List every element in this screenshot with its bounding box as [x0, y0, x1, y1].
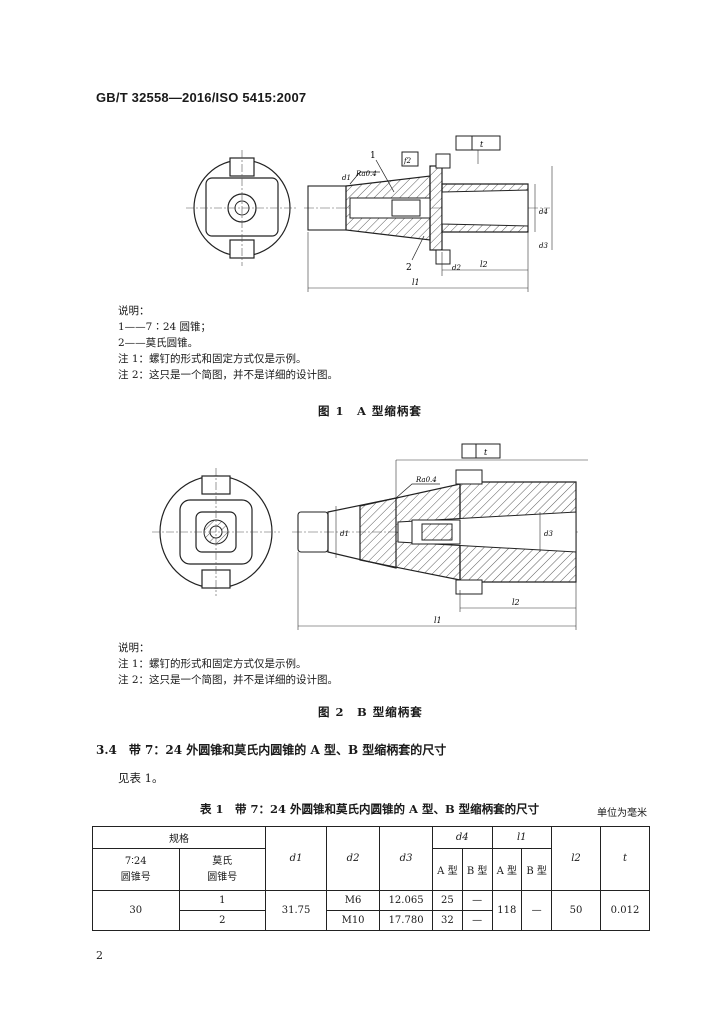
fig1-dim-d4: d4	[539, 208, 548, 216]
fig2-dim-d1: d1	[340, 530, 349, 538]
fig1-callout-2: 2	[406, 263, 412, 273]
legend-item-1: 1——7∶24 圆锥；	[118, 321, 212, 333]
table-1-caption: 表 1 带 7：24 外圆锥和莫氏内圆锥的 A 型、B 型缩柄套的尺寸	[200, 802, 540, 816]
notes-heading-2: 说明：	[118, 642, 150, 654]
th-d2: d2	[326, 826, 381, 891]
th-d3: d3	[379, 826, 434, 891]
cell-d2: M6	[326, 890, 381, 911]
notes-heading: 说明：	[118, 305, 150, 317]
th-l1-b: B 型	[521, 848, 552, 891]
fig1-tolerance-t: t	[480, 140, 484, 149]
fig1-roughness: Ra0.4	[355, 170, 377, 178]
table-row: 30 1 31.75 M6 12.065 25 — 118 — 50 0.012	[92, 890, 650, 931]
fig2-dim-d3: d3	[544, 530, 553, 538]
th-morse: 莫氏 圆锥号	[178, 848, 267, 891]
fig1-dim-l1: l1	[412, 278, 420, 287]
figure-1-drawing: 1 2 Ra0.4 f2 t d1 d2 d3 d4 l1 l2	[186, 135, 553, 292]
th-l2: l2	[551, 826, 601, 891]
end-view	[186, 150, 298, 266]
fig1-dim-l2: l2	[480, 260, 488, 269]
cell-l2: 50	[551, 890, 601, 931]
th-l1-a: A 型	[491, 848, 523, 891]
note-2: 注 2：这只是一个简图，并不是详细的设计图。	[118, 369, 339, 381]
legend-item-2: 2——莫氏圆锥。	[118, 337, 199, 349]
fig1-dim-d2: d2	[452, 264, 461, 272]
figure-2-drawing: Ra0.4 t d1 d3 l1 l2	[152, 443, 588, 630]
table-1-unit: 单位为毫米	[597, 808, 647, 819]
cell-d1: 31.75	[265, 890, 328, 931]
standard-header: GB/T 32558—2016/ISO 5415:2007	[96, 90, 307, 105]
cell-d4-a: 32	[432, 910, 463, 931]
figure-2-notes: 说明： 注 1：螺钉的形式和固定方式仅是示例。 注 2：这只是一个简图，并不是详…	[118, 640, 338, 688]
section-body: 见表 1。	[118, 771, 164, 785]
cell-taper724: 30	[92, 890, 180, 931]
fig1-datum-frame: f2	[403, 157, 412, 165]
cell-morse: 1	[178, 890, 267, 911]
th-d1: d1	[265, 826, 328, 891]
table-1: 规格 d1 d2 d3 d4 l1 l2 t 7∶24 圆锥号 莫氏 圆锥号 A…	[91, 826, 650, 931]
cell-t: 0.012	[600, 890, 650, 931]
figure-1-notes: 说明： 1——7∶24 圆锥； 2——莫氏圆锥。 注 1：螺钉的形式和固定方式仅…	[118, 303, 338, 383]
figure-1-caption: 图 1 A 型缩柄套	[318, 404, 422, 418]
section-title: 3.4 带 7：24 外圆锥和莫氏内圆锥的 A 型、B 型缩柄套的尺寸	[96, 743, 447, 757]
section-view	[304, 135, 553, 292]
table-row: 2 M10 17.780 32 —	[93, 910, 650, 931]
cell-d3: 17.780	[379, 910, 434, 931]
cell-d4-a: 25	[432, 890, 463, 911]
section-view-2	[292, 443, 588, 630]
cell-d4-b: —	[461, 890, 493, 911]
fig1-dim-d1: d1	[342, 174, 351, 182]
cell-d4-b: —	[461, 910, 493, 931]
page-number: 2	[96, 949, 103, 962]
figure-2-caption: 图 2 B 型缩柄套	[318, 705, 423, 719]
cell-l1-b: —	[521, 890, 552, 931]
fig2-dim-l1: l1	[434, 616, 442, 625]
note-2-fig2: 注 2：这只是一个简图，并不是详细的设计图。	[118, 674, 339, 686]
cell-morse: 2	[178, 910, 267, 931]
note-1: 注 1：螺钉的形式和固定方式仅是示例。	[118, 353, 307, 365]
note-1-fig2: 注 1：螺钉的形式和固定方式仅是示例。	[118, 658, 307, 670]
th-d4-b: B 型	[461, 848, 493, 891]
cell-d3: 12.065	[379, 890, 434, 911]
th-d4-a: A 型	[432, 848, 463, 891]
th-taper724: 7∶24 圆锥号	[92, 848, 180, 891]
th-t: t	[600, 826, 650, 891]
th-d4: d4	[432, 826, 493, 849]
fig2-dim-l2: l2	[512, 598, 520, 607]
fig1-dim-d3: d3	[539, 242, 548, 250]
fig2-roughness: Ra0.4	[415, 476, 437, 484]
cell-l1-a: 118	[491, 890, 523, 931]
fig1-callout-1: 1	[370, 151, 376, 161]
cell-d2: M10	[326, 910, 381, 931]
th-l1: l1	[491, 826, 553, 849]
fig2-tolerance-t: t	[484, 448, 488, 457]
end-view-2	[152, 468, 280, 596]
th-spec: 规格	[91, 826, 267, 849]
